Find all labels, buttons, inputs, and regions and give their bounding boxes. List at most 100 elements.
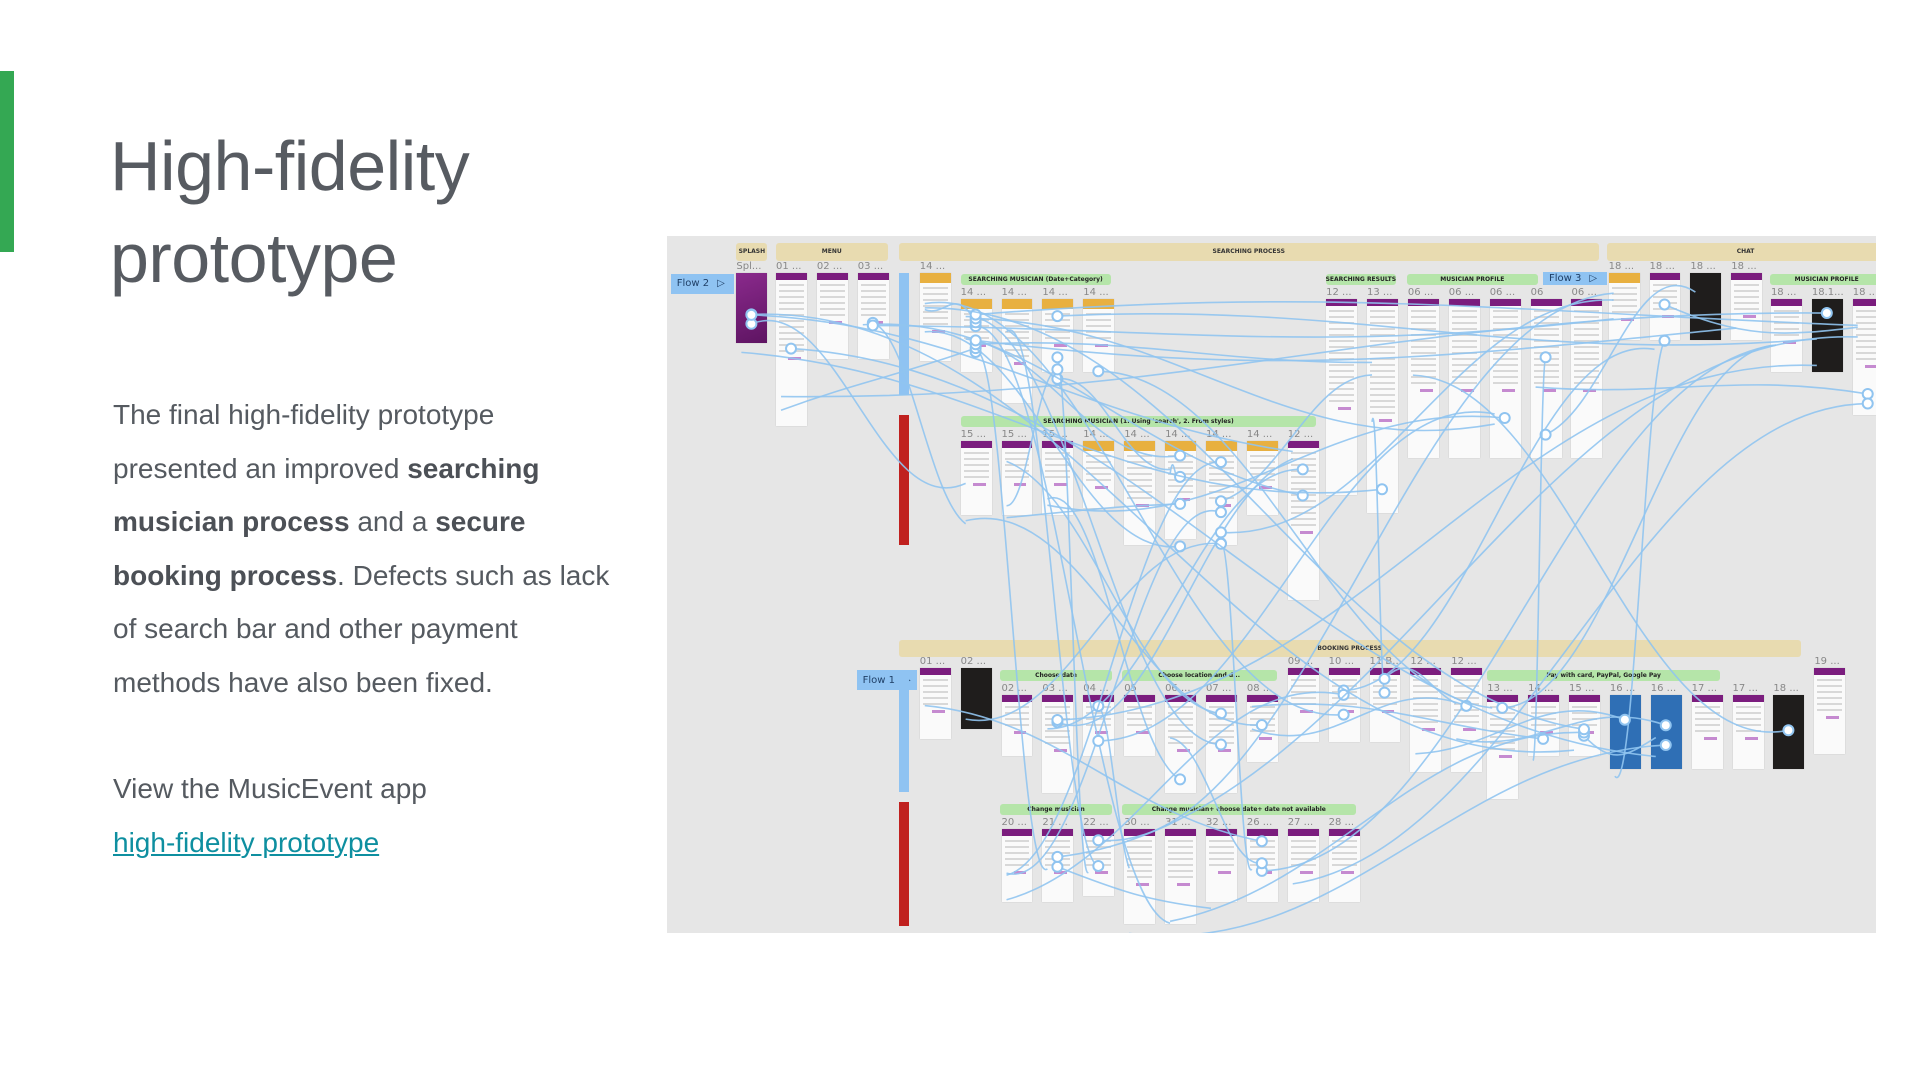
screen-content-line (1329, 327, 1355, 330)
screen-content-line (1208, 839, 1234, 842)
screen-content-line (819, 295, 845, 298)
screen-content-line (1127, 472, 1153, 475)
screen-label: 14 ... (1001, 286, 1027, 298)
screen-thumbnail[interactable] (1451, 667, 1483, 773)
screen-content-line (1290, 839, 1316, 842)
screen-thumbnail[interactable] (1001, 440, 1033, 515)
screen-content-line (860, 283, 886, 286)
hotspot-node (1051, 860, 1064, 873)
screen-thumbnail[interactable] (1814, 667, 1846, 754)
hotspot-node (1214, 506, 1227, 519)
flow-start-label[interactable]: Flow 2 ▷ (670, 274, 734, 294)
screen-content-line (1004, 839, 1030, 842)
screen-thumbnail[interactable] (1205, 828, 1237, 903)
screen-content-line (1004, 857, 1030, 860)
screen-thumbnail[interactable] (1001, 828, 1033, 903)
screen-thumbnail[interactable] (1367, 298, 1398, 514)
screen-header-bar (1287, 828, 1319, 836)
screen-content-line (1817, 708, 1843, 711)
screen-content-line (1004, 348, 1030, 351)
screen-content-line (1855, 309, 1876, 312)
flow-start-label[interactable]: Flow 3 ▷ (1542, 271, 1608, 286)
screen-content-line (1168, 869, 1194, 872)
screen-content-line (1370, 381, 1395, 384)
screen-label: 18 ... (1773, 682, 1799, 694)
screen-content-line (1086, 851, 1112, 854)
flow-connector (975, 342, 1373, 364)
screen-thumbnail[interactable] (857, 272, 889, 359)
screen-content-line (1290, 457, 1316, 460)
screen-thumbnail[interactable] (736, 272, 768, 343)
flow-connector (751, 320, 966, 489)
screen-content-line (1735, 705, 1761, 708)
screen-content-line (922, 684, 948, 687)
flow-connector (1047, 497, 1181, 781)
screen-content-line (1454, 720, 1480, 723)
screen-content-line (1492, 375, 1518, 378)
screen-content-line (1492, 327, 1518, 330)
screen-header-bar (1001, 828, 1033, 836)
screen-thumbnail[interactable] (919, 667, 951, 740)
screen-content-line (1208, 851, 1234, 854)
screen-content-line (1086, 723, 1112, 726)
screen-content-line (1013, 870, 1027, 874)
screen-content-line (1329, 351, 1355, 354)
screen-thumbnail[interactable] (1287, 828, 1319, 903)
screen-content-line (819, 289, 845, 292)
screen-content-line (1127, 857, 1153, 860)
screen-label: 12 ... (1410, 655, 1436, 667)
screen-content-line (1611, 304, 1637, 307)
screen-content-line (1249, 705, 1275, 708)
screen-content-line (1571, 705, 1597, 708)
screen-content-line (1370, 351, 1395, 354)
screen-content-line (1773, 327, 1799, 330)
screen-thumbnail[interactable] (1609, 694, 1641, 769)
view-text: View the MusicEvent app (113, 773, 427, 804)
screen-header-bar (1407, 298, 1439, 306)
title-line-1: High-fidelity (110, 127, 470, 205)
screen-thumbnail[interactable] (1165, 828, 1197, 925)
screen-content-line (1136, 730, 1150, 734)
screen-label: 26 ... (1246, 816, 1273, 828)
hotspot-node (1214, 456, 1227, 469)
screen-thumbnail[interactable] (1608, 272, 1640, 341)
screen-thumbnail[interactable] (960, 440, 992, 515)
flow-label: Flow 3 (1548, 272, 1582, 284)
screen-content-line (1290, 505, 1316, 508)
screen-thumbnail[interactable] (1852, 298, 1876, 416)
screen-header-bar (1367, 298, 1398, 306)
screen-thumbnail[interactable] (1690, 272, 1722, 341)
screen-header-bar (1083, 298, 1115, 309)
screen-content-line (1290, 684, 1316, 687)
screen-content-line (1370, 333, 1395, 336)
flow-connector (974, 351, 1049, 870)
screen-label: 15 ... (1001, 428, 1027, 440)
screen-label: 14 ... (1165, 428, 1191, 440)
screen-content-line (860, 301, 886, 304)
flow-connector (1047, 468, 1303, 730)
screen-thumbnail[interactable] (1528, 694, 1560, 757)
screen-content-line (1329, 345, 1355, 348)
screen-thumbnail[interactable] (1650, 694, 1682, 769)
screen-content-line (1168, 711, 1194, 714)
hotspot-node (1255, 857, 1268, 870)
prototype-link[interactable]: high-fidelity prototype (113, 826, 380, 858)
screen-content-line (1492, 321, 1518, 324)
flow-connector (1129, 744, 1666, 933)
screen-content-line (1249, 454, 1275, 457)
screen-content-line (1127, 717, 1153, 720)
flow-connector (1097, 705, 1130, 869)
screen-content-line (931, 709, 945, 713)
screen-content-line (1290, 863, 1316, 866)
screen-content-line (779, 289, 804, 292)
screen-content-line (1208, 845, 1234, 848)
screen-content-line (1492, 309, 1518, 312)
screen-content-line (1574, 327, 1600, 330)
screen-content-line (1127, 845, 1153, 848)
hotspot-node (1051, 363, 1064, 376)
screen-content-line (1574, 315, 1600, 318)
flow-connector (1006, 691, 1344, 901)
screen-thumbnail[interactable] (816, 272, 848, 359)
screen-content-line (1340, 870, 1354, 874)
screen-thumbnail[interactable] (1124, 828, 1156, 925)
